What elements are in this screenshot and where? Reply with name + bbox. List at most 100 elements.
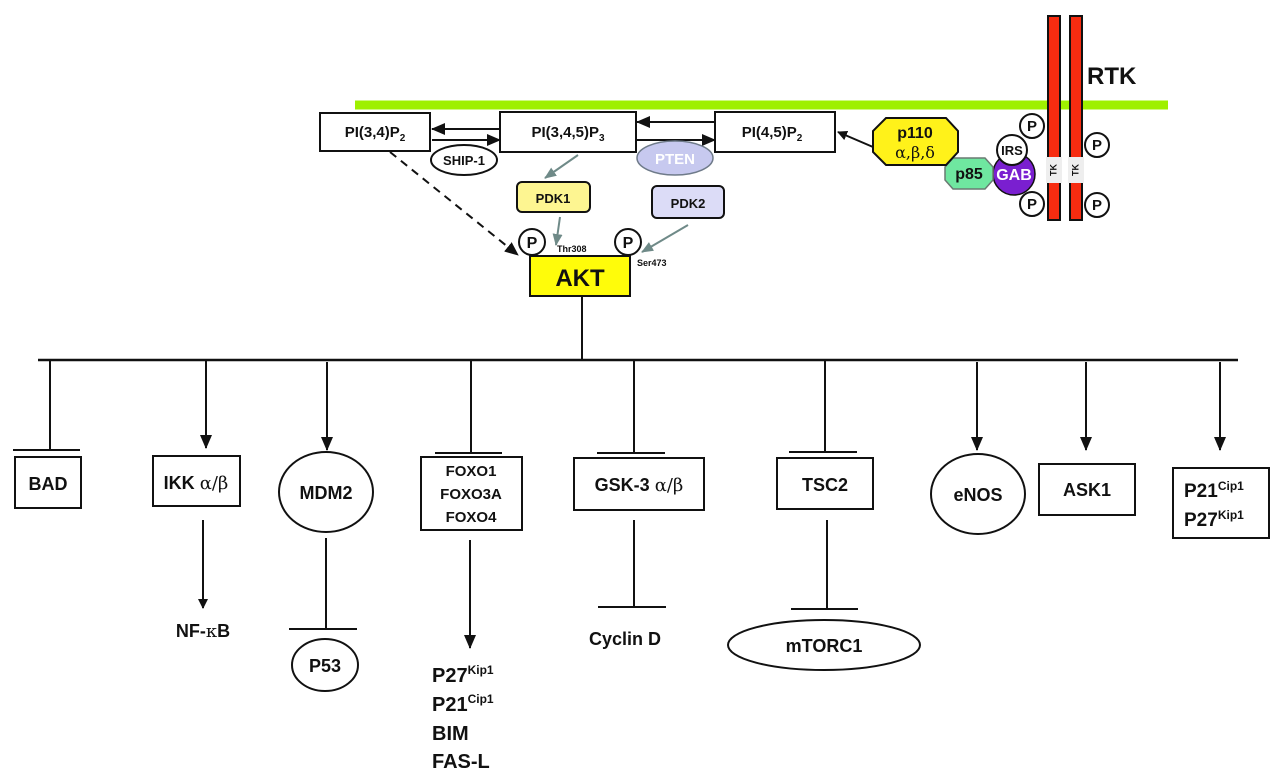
phospho-circle	[1019, 191, 1045, 217]
rtk-chain-left	[1047, 15, 1061, 221]
rtk-phospho-sites: P P P P	[1019, 113, 1110, 218]
pdk2-box	[651, 185, 725, 219]
tk-domain-right	[1068, 157, 1084, 183]
p110-isoforms: α,β,δ	[895, 143, 935, 162]
pip3-to-pdk1-arrow	[544, 154, 579, 179]
ikk-box	[152, 455, 241, 507]
pi345p3-label: PI(3,4,5)P3	[531, 124, 605, 144]
pi45p2-box	[714, 111, 836, 153]
ikk-label: IKK α/β	[164, 473, 229, 494]
akt-box	[529, 255, 631, 297]
tk-label-right: TK	[1070, 164, 1080, 176]
foxo4-label: FOXO4	[446, 509, 498, 526]
foxo-target-p27: P27Kip1	[432, 663, 494, 687]
gsk3-node[interactable]: GSK-3 α/β	[573, 457, 705, 511]
cki-box	[1172, 467, 1270, 539]
ship1-node[interactable]: SHIP-1	[430, 144, 498, 176]
phospho-label: P	[1092, 137, 1102, 154]
pdk2-label: PDK2	[671, 196, 706, 211]
p110-node[interactable]: p110 α,β,δ	[872, 117, 959, 166]
cki-node[interactable]: P21Cip1 P27Kip1	[1172, 467, 1270, 539]
ask1-node[interactable]: ASK1	[1038, 463, 1136, 516]
ikk-node[interactable]: IKK α/β	[152, 455, 241, 507]
foxo-target-p21: P21Cip1	[432, 692, 494, 716]
tsc2-label: TSC2	[802, 475, 848, 495]
gsk3-box	[573, 457, 705, 511]
foxo-targets-list: P27Kip1 P21Cip1 BIM FAS-L	[432, 663, 494, 773]
gsk3-label: GSK-3 α/β	[595, 475, 684, 496]
ask1-box	[1038, 463, 1136, 516]
mtorc1-node[interactable]: mTORC1	[727, 619, 921, 671]
foxo-node[interactable]: FOXO1 FOXO3A FOXO4	[420, 456, 523, 531]
mtorc1-ellipse	[727, 619, 921, 671]
pdk1-label: PDK1	[536, 191, 571, 206]
cki-p21-label: P21Cip1	[1184, 479, 1244, 502]
p85-label: p85	[955, 166, 983, 183]
pdk1-to-thr308-arrow	[552, 216, 563, 246]
akt-phospho-label: P	[527, 235, 538, 252]
akt-phospho-thr308	[518, 228, 546, 256]
bad-label: BAD	[29, 474, 68, 494]
gab-label: GAB	[996, 167, 1032, 184]
phospho-circle	[1084, 132, 1110, 158]
p110-to-pip2-arrow	[837, 130, 874, 148]
p85-node[interactable]: p85	[944, 157, 994, 190]
pdk1-box	[516, 181, 591, 213]
p53-node[interactable]: P53	[291, 638, 359, 692]
mdm2-label: MDM2	[300, 483, 353, 503]
phospho-label: P	[1027, 196, 1037, 213]
foxo-target-bim: BIM	[432, 723, 469, 745]
foxo3a-label: FOXO3A	[440, 486, 502, 503]
akt-node[interactable]: AKT	[529, 255, 631, 297]
rtk-label: RTK	[1087, 63, 1137, 90]
akt-phospho-label: P	[623, 235, 634, 252]
pdk1-node[interactable]: PDK1	[516, 181, 591, 213]
rtk-receptor[interactable]: TK TK	[1046, 15, 1084, 221]
pi34p2-node[interactable]: PI(3,4)P2	[319, 112, 431, 152]
p110-label: p110	[897, 125, 933, 142]
foxo-target-fasl: FAS-L	[432, 751, 490, 773]
bad-box	[14, 456, 82, 509]
pten-node[interactable]: PTEN	[636, 140, 714, 176]
enos-node[interactable]: eNOS	[930, 453, 1026, 535]
phospho-label: P	[1092, 197, 1102, 214]
p110-shape	[872, 117, 959, 166]
tsc2-node[interactable]: TSC2	[776, 457, 874, 510]
enos-ellipse	[930, 453, 1026, 535]
ser473-label: Ser473	[637, 258, 667, 268]
p53-label: P53	[309, 656, 341, 676]
tk-domain-left	[1046, 157, 1062, 183]
bad-node[interactable]: BAD	[14, 456, 82, 509]
thr308-label: Thr308	[557, 244, 587, 254]
pi45p2-node[interactable]: PI(4,5)P2	[714, 111, 836, 153]
mtorc1-label: mTORC1	[786, 636, 863, 656]
cki-p27-label: P27Kip1	[1184, 508, 1244, 531]
irs-label: IRS	[1001, 143, 1023, 158]
mdm2-node[interactable]: MDM2	[278, 451, 374, 533]
pi34p2-label: PI(3,4)P2	[345, 124, 406, 144]
enos-label: eNOS	[953, 485, 1002, 505]
phospho-circle	[1019, 113, 1045, 139]
pten-ellipse	[636, 140, 714, 176]
mdm2-ellipse	[278, 451, 374, 533]
ask1-label: ASK1	[1063, 480, 1111, 500]
pi345p3-box	[499, 111, 637, 153]
akt-label: AKT	[555, 265, 605, 292]
foxo1-label: FOXO1	[446, 463, 497, 480]
irs-circle	[996, 134, 1028, 166]
ship1-ellipse	[430, 144, 498, 176]
akt-phospho-ser473	[614, 228, 642, 256]
p53-ellipse	[291, 638, 359, 692]
tk-label-left: TK	[1048, 164, 1058, 176]
rtk-chain-right	[1069, 15, 1083, 221]
pdk2-to-ser473-arrow	[641, 224, 689, 253]
phospho-circle	[1084, 192, 1110, 218]
irs-node[interactable]: IRS	[996, 134, 1028, 166]
phospho-label: P	[1027, 118, 1037, 135]
p85-shape	[944, 157, 994, 190]
pdk2-node[interactable]: PDK2	[651, 185, 725, 219]
pi45p2-label: PI(4,5)P2	[742, 124, 803, 144]
pi345p3-node[interactable]: PI(3,4,5)P3	[499, 111, 637, 153]
pten-label: PTEN	[655, 151, 695, 168]
